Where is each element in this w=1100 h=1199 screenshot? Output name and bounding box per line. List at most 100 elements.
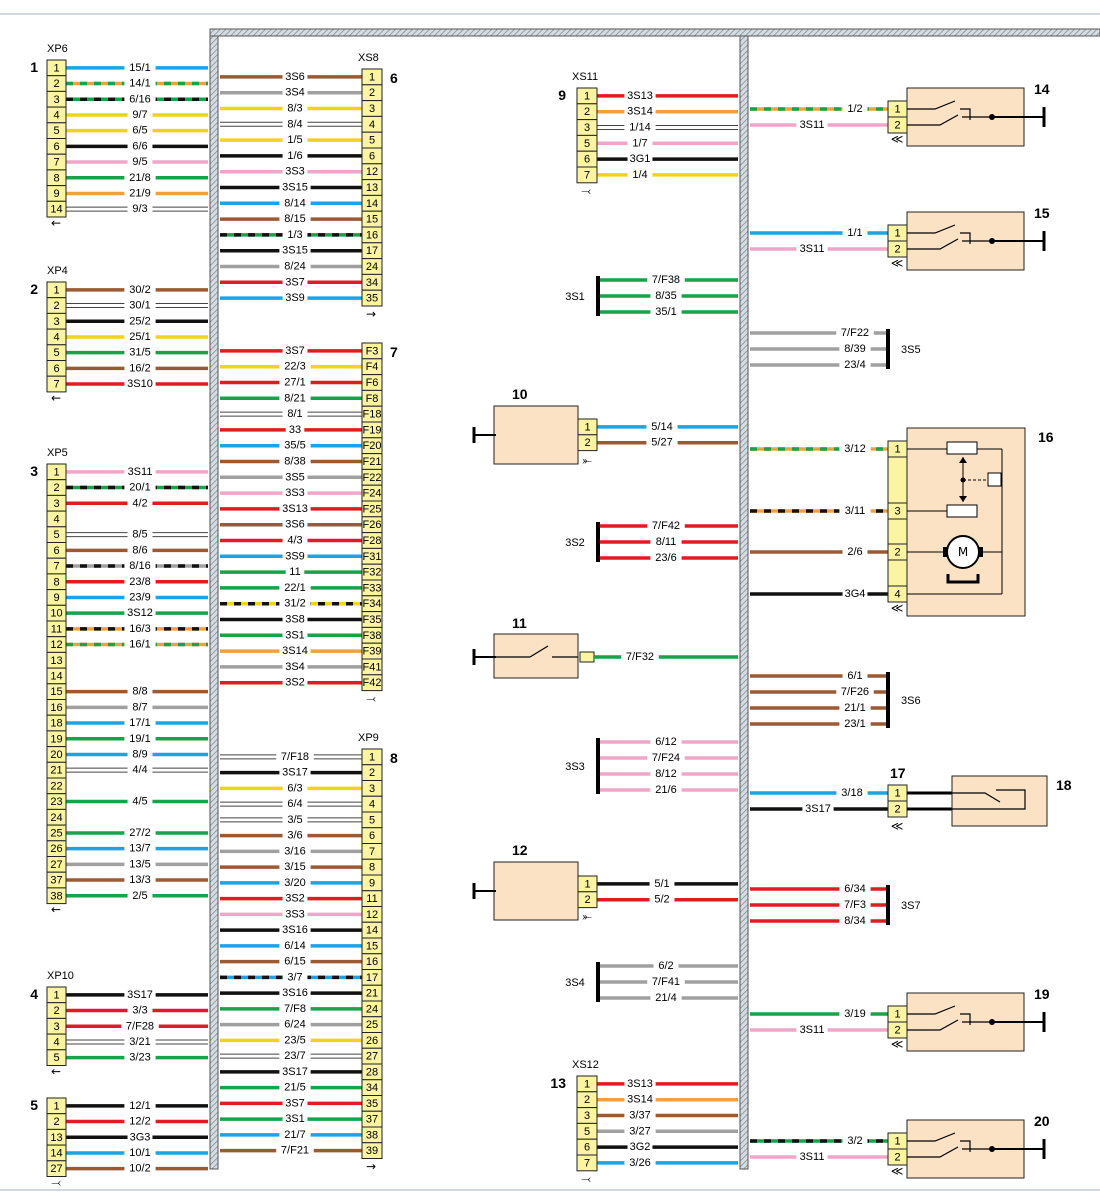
splice-bar [886,329,890,369]
wire-label: 5/27 [651,437,672,449]
wire-label-bg [627,152,653,166]
wire-label: 7/F28 [126,1020,154,1032]
wire-label-bg [282,797,308,811]
wire-label: 1/6 [287,150,302,162]
direction-arrow: ⤙ [581,1172,591,1186]
pin-number: 9 [53,188,59,200]
splice-bar [596,962,600,1002]
pin-number: 1 [894,788,900,800]
pin-number: 3 [53,316,59,328]
wire-label-bg [650,305,682,318]
wire-label-bg [282,675,308,689]
pin-cell [361,1142,383,1159]
wire-label-bg [127,1003,153,1017]
direction-arrow: ⤜ [582,453,592,467]
wire-label: 9/7 [132,109,147,121]
pin-cell [46,200,67,218]
wire-label-bg [279,196,311,210]
pin-number: 14 [50,1147,62,1159]
splice-name: 3S1 [565,291,585,303]
wire-label: 8/38 [284,456,305,468]
pin-number: 1 [894,228,900,240]
wire-label: 7/F26 [841,686,869,698]
pin-cell [46,887,67,905]
wire-label: 3/26 [629,1157,650,1169]
pin-number: 6 [584,154,590,166]
wire-label: 6/15 [284,956,305,968]
wire-label: 3S14 [627,1094,653,1106]
pin-number: 4 [369,119,375,131]
wire-label: 3S4 [285,87,305,99]
wire-label: 16/2 [129,362,150,374]
wire-label-bg [279,923,311,937]
device-box [906,427,1026,617]
wire-label: 14/1 [129,78,150,90]
pin-number: 2 [53,78,59,90]
wire-label-bg [624,104,656,118]
wire-label-bg [285,422,305,436]
pin-number: 1 [53,62,59,74]
wire-label: 8/21 [284,392,305,404]
wire-label-bg [127,747,153,761]
pin-number: 10 [50,608,62,620]
pin-cell [46,1049,67,1067]
wire-label-bg [276,749,314,763]
pin-number: 2 [894,1152,900,1164]
wire-label-bg [842,1134,868,1147]
splice-name: 3S6 [901,695,921,707]
splice-bar [596,738,600,794]
wire-label: 3S1 [285,629,305,641]
wire-label-bg [624,1155,656,1169]
pin-number: 4 [53,331,59,343]
wire-label-bg [285,565,305,579]
pin-number: 4 [53,1036,59,1048]
pin-number: 6 [369,830,375,842]
pin-number: 2 [894,244,900,256]
pin-number: F24 [363,488,382,500]
callout-number: 3 [30,463,38,479]
wire-label-bg [127,700,153,714]
wire-label: 6/16 [129,93,150,105]
direction-arrow: ← [51,1065,61,1079]
wire-label-bg [127,543,153,557]
wire-label: 8/4 [287,118,302,130]
pin-number: 16 [366,956,378,968]
direction-arrow: ≪ [891,256,904,270]
pin-number: 17 [366,245,378,257]
callout-number: 7 [390,344,398,360]
wire-label-bg [624,1076,656,1090]
pin-number: 18 [50,718,62,730]
device-box [951,775,1048,827]
wire-label-bg [282,1096,308,1110]
pin-number: 16 [50,702,62,714]
pin-number: 1 [584,90,590,102]
wire-label-bg [279,1127,311,1141]
wire-label: 3S17 [282,1066,308,1078]
wire-label: 3S13 [627,1078,653,1090]
wire-label-bg [839,442,871,455]
pin-number: 14 [50,670,62,682]
wire-label: 11 [289,566,300,578]
wire-label-bg [282,164,308,178]
wire-label-bg [279,375,311,389]
pin-number: 35 [366,293,378,305]
wire-label-bg [839,717,871,730]
gear-icon [946,574,980,584]
pin-number: F28 [363,535,382,547]
wire-label-bg [796,242,828,255]
wire-label: 3S9 [285,550,305,562]
motor-brush [979,547,983,557]
wire-label-bg [279,596,311,610]
wire-label: 8/39 [844,343,865,355]
splice-name: 3S7 [901,900,921,912]
wire-label: 3G4 [845,588,866,600]
wire-label-bg [282,812,308,826]
wire-label: 1/3 [287,229,302,241]
pin-number: 2 [53,300,59,312]
pin-number: 6 [53,363,59,375]
pin-number: 14 [50,204,62,216]
wire-label-bg [624,88,656,102]
direction-arrow: ≪ [891,132,904,146]
